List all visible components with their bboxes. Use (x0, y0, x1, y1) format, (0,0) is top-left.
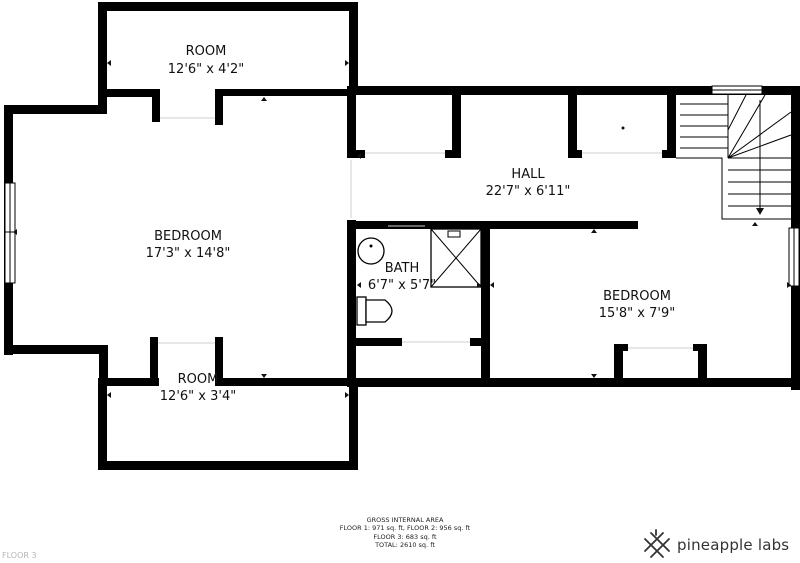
wall-top-room-bottom-right (215, 89, 351, 96)
bedroom-left-name: BEDROOM (154, 229, 222, 244)
wall-bedroom-closet-right (698, 344, 707, 386)
wall-hall-bottom (347, 221, 638, 229)
wall-bedroom-closet-top-r (693, 344, 707, 351)
bedroom-right-name: BEDROOM (603, 289, 671, 304)
room-top-dims: 12'6" x 4'2" (168, 62, 244, 77)
wall-top-room-door-jamb-left (152, 89, 160, 122)
wall-hall-closet-b-bottom-l (568, 150, 582, 158)
wall-bath-right (481, 221, 490, 386)
wall-bedroom-hall-upper (347, 89, 356, 157)
wall-bath-bottom-right (470, 338, 490, 346)
staircase (676, 94, 792, 220)
brand-logo: pineapple labs (641, 527, 789, 563)
walls (4, 2, 800, 470)
pineapple-labs-logo-icon (644, 529, 670, 558)
room-top-name: ROOM (186, 44, 227, 59)
wall-hall-closet-a-bottom (347, 150, 365, 158)
dimension-ticks (13, 60, 791, 398)
wall-bottom-room-top-left (99, 378, 159, 386)
wall-bottom-room-bottom (98, 461, 358, 470)
wall-top-room-top (98, 2, 358, 11)
bath-fixtures (356, 228, 482, 326)
room-bottom-dims: 12'6" x 3'4" (160, 389, 236, 404)
hall-dims: 22'7" x 6'11" (486, 184, 571, 199)
wall-bedroom-top-left (4, 105, 107, 114)
brand-name: pineapple labs (677, 536, 790, 554)
bedroom-right-dims: 15'8" x 7'9" (599, 306, 675, 321)
area-line-1: FLOOR 1: 971 sq. ft, FLOOR 2: 956 sq. ft (339, 524, 471, 533)
wall-top-room-right (349, 2, 358, 94)
wall-bedroom-bottom-left (4, 345, 108, 354)
gross-internal-area: GROSS INTERNAL AREA FLOOR 1: 971 sq. ft,… (300, 516, 510, 550)
wall-bath-bottom-left (347, 338, 402, 346)
area-line-2: FLOOR 3: 683 sq. ft (373, 532, 437, 541)
wall-closet-b-right (667, 86, 676, 158)
wall-bedroom-hall-lower (347, 220, 356, 385)
wall-bottom-room-top-right (215, 378, 358, 386)
area-heading: GROSS INTERNAL AREA (366, 516, 444, 524)
room-bottom-name: ROOM (178, 372, 219, 387)
wall-bottom-room-door-jamb-left (150, 337, 158, 386)
bath-name: BATH (385, 261, 420, 276)
wall-bottom-room-left-upper (99, 345, 108, 385)
floor-label: FLOOR 3 (2, 551, 37, 560)
wall-top-room-door-jamb-right (215, 89, 223, 125)
bath-dims: 6'7" x 5'7" (368, 278, 436, 293)
wall-hall-closet-a-bottom-r (445, 150, 461, 158)
room-labels: ROOM 12'6" x 4'2" BEDROOM 17'3" x 14'8" … (146, 44, 676, 404)
wall-top-room-left (98, 2, 107, 114)
wall-bottom-outer-right (347, 378, 800, 387)
bedroom-left-dims: 17'3" x 14'8" (146, 246, 231, 261)
wall-bottom-room-left (98, 378, 107, 470)
stair-arrow-icon (756, 208, 764, 215)
hall-name: HALL (511, 167, 545, 182)
area-total: TOTAL: 2610 sq. ft (375, 541, 435, 550)
wall-top-room-bottom-left (98, 89, 158, 97)
wall-closet-a-right (452, 86, 461, 158)
wall-bedroom-closet-top-l (614, 344, 628, 351)
toilet-icon (356, 296, 393, 326)
door-openings (158, 117, 693, 349)
wall-bottom-room-right (349, 378, 358, 470)
wall-bottom-room-door-jamb-right (215, 337, 223, 386)
windows (4, 85, 800, 287)
wall-closet-b-left (568, 86, 577, 158)
wall-bedroom-closet-left (614, 344, 623, 386)
wall-hall-closet-b-bottom-r (662, 150, 676, 158)
sink-icon (357, 237, 385, 265)
